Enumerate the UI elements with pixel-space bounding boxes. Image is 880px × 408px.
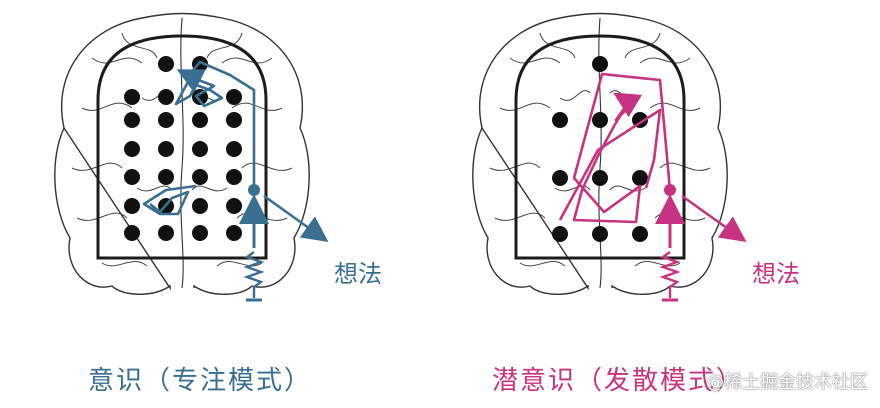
bumper-dot bbox=[552, 226, 568, 242]
bumper-dot bbox=[552, 112, 568, 128]
bumper-dot bbox=[592, 56, 608, 72]
bumper-dot bbox=[158, 169, 174, 185]
bumper-dot bbox=[632, 170, 648, 186]
bumper-dot bbox=[192, 112, 208, 128]
bumper-dot bbox=[592, 226, 608, 242]
left-ball bbox=[248, 184, 260, 196]
right-ball bbox=[664, 184, 676, 196]
bumper-dot bbox=[192, 169, 208, 185]
bumper-dot bbox=[552, 170, 568, 186]
left-pinball-frame bbox=[96, 34, 268, 260]
left-thought-path bbox=[174, 60, 256, 190]
right-thought-path-lower bbox=[558, 108, 662, 221]
left-brain-panel bbox=[54, 12, 329, 302]
bumper-dot bbox=[226, 198, 242, 214]
left-thought-path-lower bbox=[142, 184, 197, 216]
right-pinball-frame bbox=[514, 34, 686, 260]
watermark: @稀土掘金技术社区 bbox=[706, 372, 868, 393]
bumper-dot bbox=[124, 198, 140, 214]
right-bumper-grid bbox=[552, 56, 648, 242]
bumper-dot bbox=[192, 198, 208, 214]
left-brain-drawing bbox=[54, 12, 310, 295]
diffuse-mode-caption: 潜意识（发散模式） bbox=[492, 366, 745, 396]
right-exit-arrow bbox=[681, 194, 747, 243]
bumper-dot bbox=[226, 89, 242, 105]
right-thought-path bbox=[572, 72, 672, 224]
bumper-dot bbox=[158, 141, 174, 157]
bumper-dot bbox=[592, 170, 608, 186]
bumper-dot bbox=[592, 112, 608, 128]
bumper-dot bbox=[158, 89, 174, 105]
right-thought-label: 想法 bbox=[752, 260, 800, 288]
left-thought-label: 想法 bbox=[334, 260, 382, 288]
focused-mode-caption: 意识（专注模式） bbox=[88, 366, 313, 396]
bumper-dot bbox=[124, 225, 140, 241]
bumper-dot bbox=[158, 225, 174, 241]
bumper-dot bbox=[124, 89, 140, 105]
bumper-dot bbox=[124, 169, 140, 185]
bumper-dot bbox=[632, 226, 648, 242]
bumper-dot bbox=[226, 141, 242, 157]
right-brain-panel bbox=[472, 12, 747, 302]
bumper-dot bbox=[158, 112, 174, 128]
bumper-dot bbox=[192, 141, 208, 157]
bumper-dot bbox=[124, 112, 140, 128]
bumper-dot bbox=[192, 225, 208, 241]
bumper-dot bbox=[158, 56, 174, 72]
bumper-dot bbox=[226, 169, 242, 185]
left-exit-arrow bbox=[263, 194, 329, 243]
bumper-dot bbox=[226, 112, 242, 128]
left-plunger-spring bbox=[243, 251, 265, 298]
right-plunger-spring bbox=[659, 251, 681, 298]
bumper-dot bbox=[124, 141, 140, 157]
left-bumper-grid bbox=[124, 56, 242, 241]
bumper-dot bbox=[226, 225, 242, 241]
